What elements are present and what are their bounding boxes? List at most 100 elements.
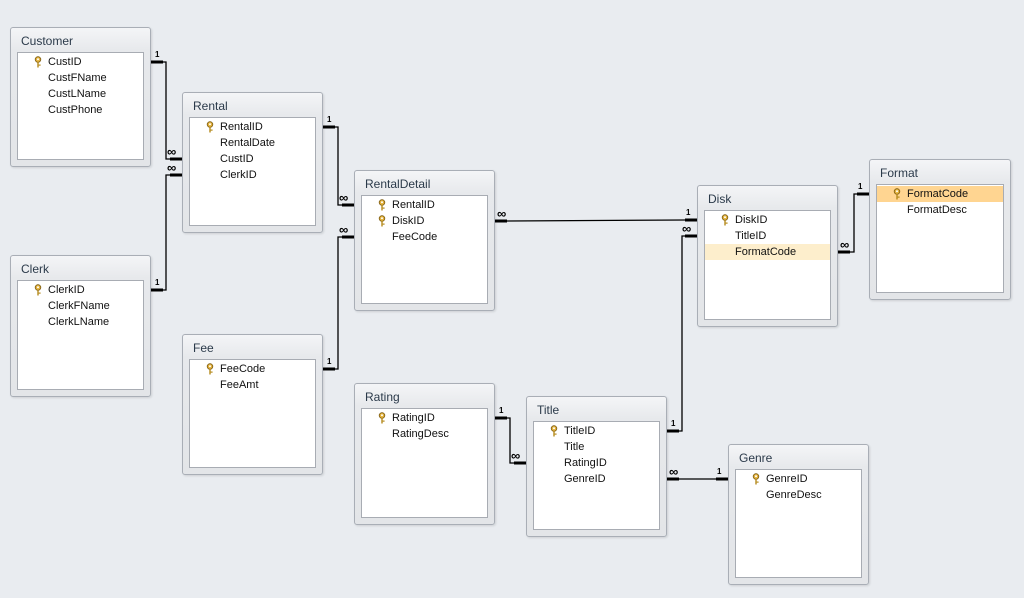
field-row[interactable]: CustFName [18,70,143,86]
field-name: FeeCode [392,231,438,243]
many-cardinality-label: ∞ [840,237,850,252]
field-name: FormatDesc [907,204,967,216]
field-name: CustPhone [48,104,103,116]
field-row[interactable]: CustPhone [18,102,143,118]
field-row[interactable]: ClerkFName [18,298,143,314]
field-row[interactable]: FeeCode [362,229,487,245]
table-title[interactable]: Disk [708,192,732,206]
table-title[interactable]: Title [537,403,560,417]
many-cardinality-label: ∞ [167,160,177,175]
field-row[interactable]: TitleID [705,228,830,244]
field-row[interactable]: TitleID [534,423,659,439]
field-row[interactable]: DiskID [362,213,487,229]
field-row[interactable]: ClerkID [18,282,143,298]
field-name: RatingID [392,412,435,424]
field-row[interactable]: DiskID [705,212,830,228]
field-list[interactable]: GenreID GenreDesc [735,469,862,578]
field-row[interactable]: Title [534,439,659,455]
field-row[interactable]: RatingID [362,410,487,426]
table-title[interactable]: Customer [21,34,74,48]
field-row[interactable]: CustID [18,54,143,70]
primary-key-icon [378,412,386,424]
one-cardinality-label: 1 [155,50,160,59]
field-row[interactable]: RentalID [190,119,315,135]
many-cardinality-label: ∞ [669,464,679,479]
field-name: GenreDesc [766,489,822,501]
field-row[interactable]: FeeAmt [190,377,315,393]
field-list[interactable]: RatingID RatingDesc [361,408,488,518]
field-row[interactable]: FormatCode [705,244,830,260]
table-title[interactable]: Fee [193,341,214,355]
field-name: Title [564,441,585,453]
primary-key-icon [893,188,901,200]
many-cardinality-label: ∞ [339,190,349,205]
field-row[interactable]: FeeCode [190,361,315,377]
field-list[interactable]: RentalID DiskID FeeCode [361,195,488,304]
primary-key-icon [752,473,760,485]
primary-key-icon [206,121,214,133]
field-row[interactable]: RatingID [534,455,659,471]
primary-key-icon [206,363,214,375]
field-name: RentalID [392,199,435,211]
one-cardinality-label: 1 [499,406,504,415]
primary-key-icon [550,425,558,437]
field-name: FormatCode [907,188,969,200]
field-row[interactable]: RentalID [362,197,487,213]
field-row[interactable]: RatingDesc [362,426,487,442]
field-row[interactable]: FormatDesc [877,202,1003,218]
field-name: DiskID [392,215,425,227]
many-cardinality-label: ∞ [511,448,521,463]
table-title[interactable]: Rental [193,99,228,113]
field-name: FeeCode [220,363,266,375]
field-row[interactable]: FormatCode [877,186,1003,202]
one-cardinality-label: 1 [155,278,160,287]
field-name: FeeAmt [220,379,259,391]
field-row[interactable]: ClerkLName [18,314,143,330]
field-name: CustFName [48,72,107,84]
field-name: FormatCode [735,246,797,258]
relationship-line-title-disk [679,235,685,432]
many-cardinality-label: ∞ [167,144,177,159]
relationship-line-format-disk [850,193,857,253]
field-row[interactable]: ClerkID [190,167,315,183]
field-list[interactable]: DiskID TitleID FormatCode [704,210,831,320]
field-row[interactable]: CustID [190,151,315,167]
field-name: RentalID [220,121,263,133]
relationship-line-fee-rental-detail [335,236,342,370]
table-title[interactable]: Genre [739,451,773,465]
field-row[interactable]: GenreID [534,471,659,487]
field-name: TitleID [564,425,596,437]
one-cardinality-label: 1 [686,208,691,217]
many-cardinality-label: ∞ [497,206,507,221]
table-title[interactable]: RentalDetail [365,177,431,191]
field-row[interactable]: RentalDate [190,135,315,151]
field-name: CustID [220,153,254,165]
table-title[interactable]: Clerk [21,262,50,276]
table-title[interactable]: Rating [365,390,400,404]
one-cardinality-label: 1 [858,182,863,191]
field-row[interactable]: CustLName [18,86,143,102]
table-title[interactable]: Format [880,166,919,180]
field-name: TitleID [735,230,767,242]
one-cardinality-label: 1 [717,467,722,476]
field-row[interactable]: GenreDesc [736,487,861,503]
field-row[interactable]: GenreID [736,471,861,487]
primary-key-icon [378,199,386,211]
